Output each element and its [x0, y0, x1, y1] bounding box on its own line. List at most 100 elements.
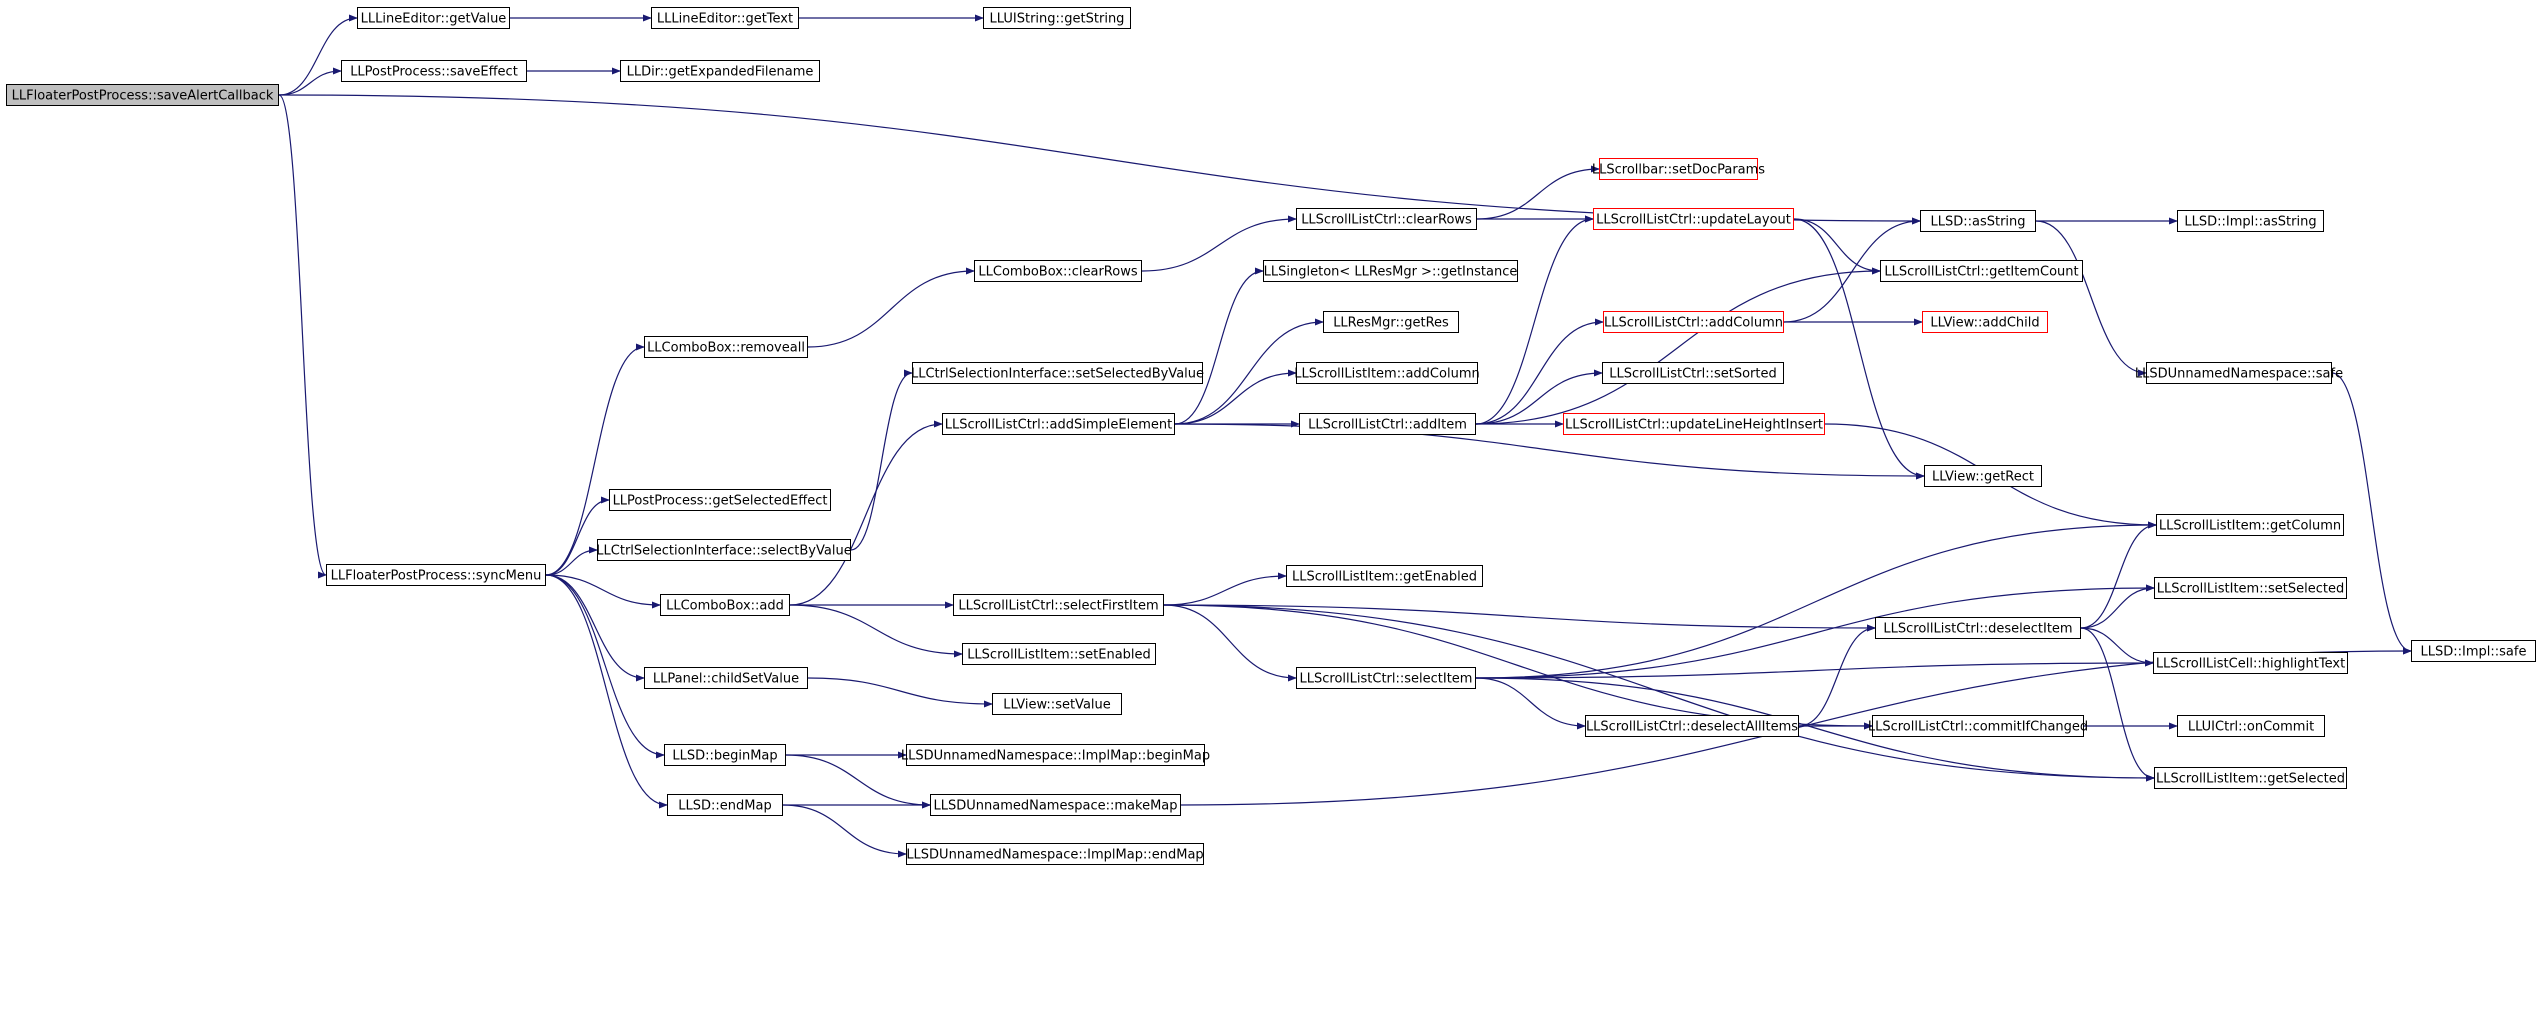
node-singleton[interactable]: LLSingleton< LLResMgr >::getInstance	[1263, 260, 1518, 282]
node-sliSetEnabled[interactable]: LLScrollListItem::setEnabled	[962, 643, 1156, 665]
node-box	[357, 7, 510, 29]
node-llsdEndMap[interactable]: LLSD::endMap	[667, 794, 783, 816]
node-box	[341, 60, 527, 82]
node-label: LLScrollListCtrl::selectItem	[1300, 672, 1473, 687]
node-uiGetString[interactable]: LLUIString::getString	[983, 7, 1131, 29]
node-slcSelectItem[interactable]: LLScrollListCtrl::selectItem	[1296, 667, 1476, 689]
node-safeNs[interactable]: LLSDUnnamedNamespace::safe	[2135, 362, 2343, 384]
node-leGetText[interactable]: LLLineEditor::getText	[651, 7, 799, 29]
node-sliGetSelected[interactable]: LLScrollListItem::getSelected	[2154, 767, 2347, 789]
node-dirExpanded[interactable]: LLDir::getExpandedFilename	[620, 60, 820, 82]
node-label: LLFloaterPostProcess::saveAlertCallback	[12, 89, 274, 104]
node-viewAddChild[interactable]: LLView::addChild	[1922, 311, 2048, 333]
node-viewSetValue[interactable]: LLView::setValue	[992, 693, 1122, 715]
node-box	[1323, 311, 1459, 333]
node-box	[326, 564, 546, 586]
node-slcItemCount[interactable]: LLScrollListCtrl::getItemCount	[1880, 260, 2083, 282]
node-cbClearRows[interactable]: LLComboBox::clearRows	[974, 260, 1142, 282]
call-edge	[1783, 217, 1921, 323]
node-fppSyncMenu[interactable]: LLFloaterPostProcess::syncMenu	[326, 564, 546, 586]
node-saveAlert[interactable]: LLFloaterPostProcess::saveAlertCallback	[6, 84, 279, 106]
node-box	[1296, 208, 1477, 230]
node-llsdBeginMap[interactable]: LLSD::beginMap	[664, 744, 786, 766]
call-edge	[1475, 369, 1603, 425]
node-slcDeselectAll[interactable]: LLScrollListCtrl::deselectAllItems	[1585, 715, 1799, 737]
node-sliGetEnabled[interactable]: LLScrollListItem::getEnabled	[1286, 565, 1483, 587]
node-panelChildSet[interactable]: LLPanel::childSetValue	[644, 667, 808, 689]
node-resGetRes[interactable]: LLResMgr::getRes	[1323, 311, 1459, 333]
node-ppSaveEffect[interactable]: LLPostProcess::saveEffect	[341, 60, 527, 82]
node-box	[1263, 260, 1518, 282]
node-label: LLComboBox::clearRows	[978, 265, 1137, 280]
node-label: LLUICtrl::onCommit	[2188, 720, 2314, 735]
node-label: LLScrollListCtrl::selectFirstItem	[958, 599, 1158, 614]
node-slcCommitIf[interactable]: LLScrollListCtrl::commitIfChanged	[1868, 715, 2088, 737]
node-slcUpdateLayout[interactable]: LLScrollListCtrl::updateLayout	[1593, 208, 1794, 230]
node-llsdAsString[interactable]: LLSD::asString	[1920, 210, 2036, 232]
node-box	[2156, 514, 2344, 536]
node-slcUpdateLH[interactable]: LLScrollListCtrl::updateLineHeightInsert	[1563, 413, 1825, 435]
node-box	[930, 794, 1181, 816]
node-slcClearRows[interactable]: LLScrollListCtrl::clearRows	[1296, 208, 1477, 230]
node-box	[1880, 260, 2083, 282]
call-edge	[1798, 624, 1876, 727]
node-label: LLCtrlSelectionInterface::selectByValue	[596, 544, 851, 559]
call-edge	[2331, 372, 2412, 655]
call-edge	[1793, 218, 1925, 480]
node-uictrlOnCommit[interactable]: LLUICtrl::onCommit	[2177, 715, 2325, 737]
node-slcSetSorted[interactable]: LLScrollListCtrl::setSorted	[1602, 362, 1784, 384]
node-label: LLScrollListCtrl::commitIfChanged	[1868, 720, 2088, 735]
node-implAsString[interactable]: LLSD::Impl::asString	[2177, 210, 2324, 232]
node-box	[2154, 767, 2347, 789]
call-edge	[545, 574, 661, 609]
call-edge	[1476, 165, 1600, 220]
node-label: LLCtrlSelectionInterface::setSelectedByV…	[911, 367, 1204, 382]
node-label: LLComboBox::add	[666, 599, 784, 614]
node-slcAddColumn[interactable]: LLScrollListCtrl::addColumn	[1603, 311, 1784, 333]
node-csiSelectByValue[interactable]: LLCtrlSelectionInterface::selectByValue	[596, 539, 852, 561]
node-label: LLScrollbar::setDocParams	[1592, 163, 1765, 178]
call-edge	[1475, 677, 2155, 782]
node-implMapEnd[interactable]: LLSDUnnamedNamespace::ImplMap::endMap	[906, 843, 1204, 865]
call-edge	[1141, 215, 1297, 272]
call-edge	[278, 94, 327, 579]
node-box	[660, 594, 790, 616]
node-csiSetSelected[interactable]: LLCtrlSelectionInterface::setSelectedByV…	[911, 362, 1204, 384]
node-nsMakeMap[interactable]: LLSDUnnamedNamespace::makeMap	[930, 794, 1181, 816]
node-box	[644, 667, 808, 689]
node-slcDeselectItem[interactable]: LLScrollListCtrl::deselectItem	[1875, 617, 2081, 639]
node-sliAddColumn[interactable]: LLScrollListItem::addColumn	[1294, 362, 1480, 384]
node-sliGetColumn[interactable]: LLScrollListItem::getColumn	[2156, 514, 2344, 536]
node-cbAdd[interactable]: LLComboBox::add	[660, 594, 790, 616]
node-box	[1296, 667, 1476, 689]
node-box	[1924, 465, 2042, 487]
node-ppGetSelEffect[interactable]: LLPostProcess::getSelectedEffect	[609, 489, 831, 511]
node-label: LLLineEditor::getValue	[361, 12, 507, 27]
call-edge	[1163, 572, 1287, 606]
call-edges	[278, 14, 2412, 858]
node-box	[1599, 158, 1758, 180]
node-slcSelectFirst[interactable]: LLScrollListCtrl::selectFirstItem	[953, 594, 1164, 616]
call-edge	[2035, 220, 2147, 377]
node-label: LLPostProcess::saveEffect	[350, 65, 518, 80]
call-edge	[1475, 584, 2155, 679]
call-edge	[2080, 584, 2155, 629]
node-box	[906, 843, 1204, 865]
node-viewGetRect[interactable]: LLView::getRect	[1924, 465, 2042, 487]
node-label: LLSD::Impl::safe	[2421, 645, 2527, 660]
node-box	[2177, 210, 2324, 232]
node-sliSetSelected[interactable]: LLScrollListItem::setSelected	[2154, 577, 2347, 599]
node-slcAddSimple[interactable]: LLScrollListCtrl::addSimpleElement	[942, 413, 1175, 435]
node-slcHighlight[interactable]: LLScrollListCell::highlightText	[2153, 652, 2348, 674]
node-implMapBegin[interactable]: LLSDUnnamedNamespace::ImplMap::beginMap	[901, 744, 1210, 766]
call-edge	[545, 574, 645, 682]
call-edge	[1163, 604, 2155, 782]
node-label: LLScrollListCtrl::addColumn	[1604, 316, 1783, 331]
node-sbSetDoc[interactable]: LLScrollbar::setDocParams	[1592, 158, 1765, 180]
call-edge	[2080, 627, 2154, 667]
call-edge	[1475, 267, 1881, 425]
node-slcAddItem[interactable]: LLScrollListCtrl::addItem	[1299, 413, 1476, 435]
node-leGetValue[interactable]: LLLineEditor::getValue	[357, 7, 510, 29]
node-cbRemoveall[interactable]: LLComboBox::removeall	[644, 336, 808, 358]
node-implSafe[interactable]: LLSD::Impl::safe	[2411, 640, 2536, 662]
